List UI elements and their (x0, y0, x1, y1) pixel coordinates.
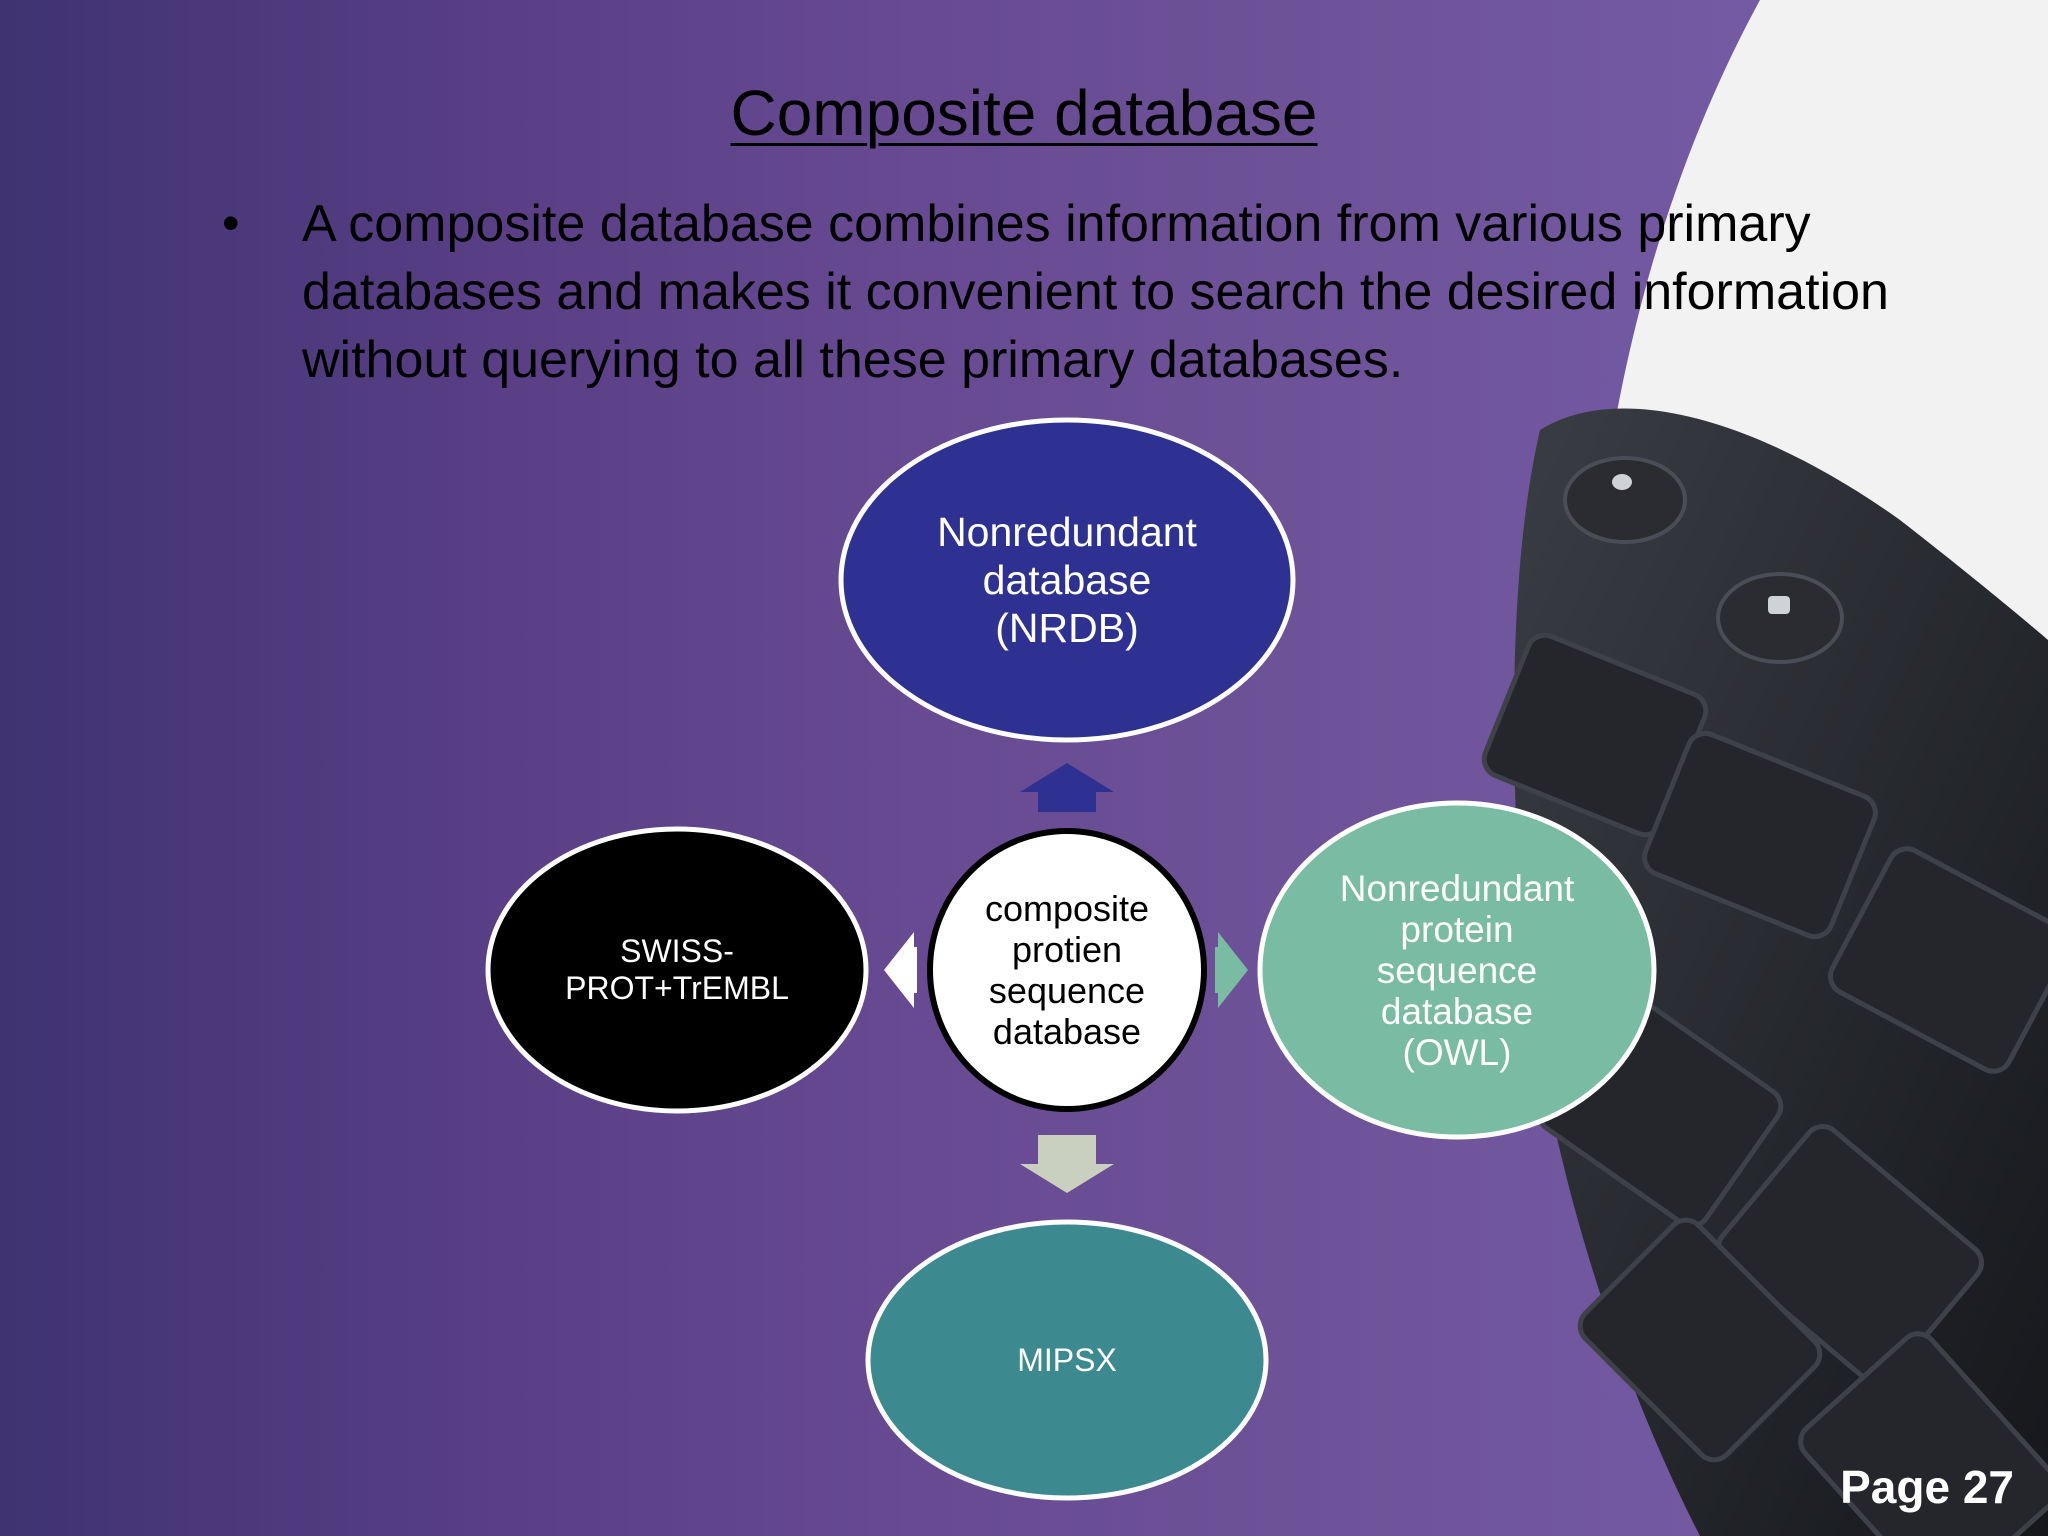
node-bottom-label: MIPSX (1017, 1342, 1117, 1378)
page-number: Page 27 (1840, 1461, 2014, 1513)
arrow-right-icon (1215, 932, 1248, 1008)
node-bottom-shape (865, 1219, 1269, 1501)
node-left-label: SWISS- PROT+TrEMBL (565, 933, 789, 1006)
node-center-label: composite protien sequence database (984, 888, 1150, 1052)
node-top-shape (838, 417, 1296, 743)
node-top-label: Nonredundant database (NRDB) (937, 509, 1197, 651)
bullet-marker: • (222, 195, 240, 251)
arrow-up-icon (1020, 763, 1114, 812)
slide-title: Composite database (730, 77, 1318, 149)
node-left-shape (485, 826, 869, 1114)
bullet-text: A composite database combines informatio… (302, 195, 1889, 389)
arrow-down-icon (1020, 1135, 1114, 1193)
node-right-shape (1257, 800, 1657, 1140)
node-center-shape (927, 828, 1207, 1112)
node-right-label: Nonredundant protein sequence database (… (1339, 867, 1575, 1073)
arrow-left-icon (884, 932, 917, 1008)
